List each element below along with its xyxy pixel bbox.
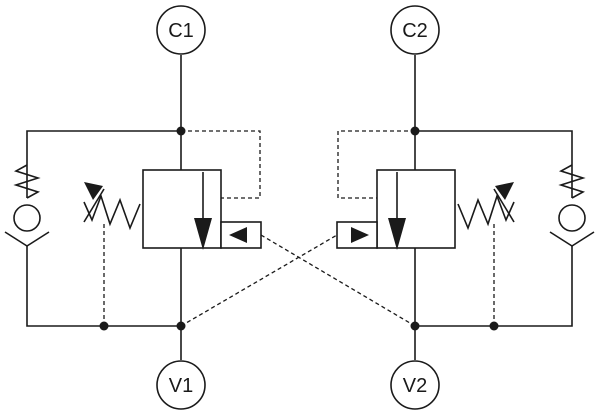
port-c1-label: C1 [168,20,194,42]
port-v1-label: V1 [169,375,193,397]
right-check-valve [549,164,595,247]
left-valve-body [142,169,222,249]
port-v2-label: V2 [403,375,427,397]
port-v1: V1 [156,360,206,410]
right-adjustable-spring-icon [457,182,515,231]
left-outer-loop-top [26,130,181,198]
cross-pilot-left-to-v2 [260,234,416,327]
left-adjustable-spring-icon [83,182,141,231]
left-circuit [4,55,262,360]
left-check-spring-icon [13,164,41,199]
left-check-valve [4,164,50,247]
port-c1: C1 [156,5,206,55]
right-check-ball-icon [558,204,586,232]
left-outer-loop-bottom [26,246,181,327]
port-c2: C2 [390,5,440,55]
cross-pilot-v1-to-right [180,234,338,327]
left-pilot-feed [181,130,261,199]
port-c2-label: C2 [402,20,428,42]
right-circuit [336,55,595,360]
left-flow-arrow-icon [194,218,212,250]
right-flow-arrow-icon [388,218,406,250]
right-check-spring-icon [558,164,586,199]
right-pilot-feed [337,130,415,199]
right-outer-loop-bottom [415,246,573,327]
right-valve-body [376,169,456,249]
right-pilot-arrow-icon [351,227,369,243]
left-pilot-arrow-icon [229,227,247,243]
left-check-ball-icon [13,204,41,232]
right-outer-loop-top [415,130,573,198]
port-v2: V2 [390,360,440,410]
